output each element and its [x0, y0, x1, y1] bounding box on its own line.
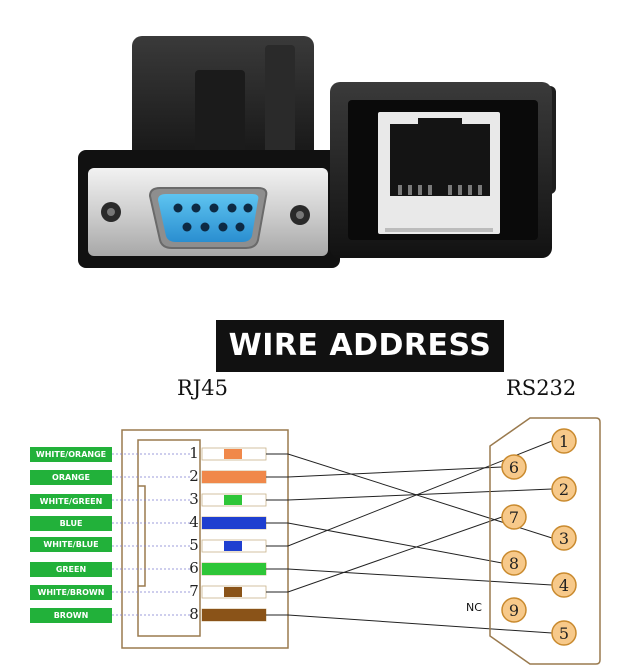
db9-pin-label-2: 2: [559, 480, 569, 499]
connection-lines: [266, 440, 553, 634]
connection-8-to-5: [266, 614, 553, 634]
db9-pin-3: [551, 525, 577, 551]
wire-stripe-8: [202, 609, 266, 621]
wire-label-7: WHITE/BROWN: [30, 585, 112, 600]
wire-label-2: ORANGE: [30, 470, 112, 485]
wire-stripe-6: [202, 563, 266, 575]
rj45-adapter-body: [330, 82, 556, 258]
wire-label-4: BLUE: [30, 516, 112, 531]
connection-1-to-3: [266, 453, 553, 539]
db9-pin-2: [551, 476, 577, 502]
wire-address-banner: WIRE ADDRESS: [216, 320, 504, 372]
rj45-jack-outline: [121, 429, 289, 649]
wire-label-3: WHITE/GREEN: [30, 494, 112, 509]
db9-pin-label-1: 1: [559, 432, 569, 451]
db9-outline: [489, 417, 601, 665]
db9-pin-label-4: 4: [559, 576, 569, 595]
wire-stripe-3: [224, 495, 242, 505]
label-leader-lines: [112, 453, 190, 616]
nc-label: NC: [466, 601, 482, 614]
db9-pin-label-5: 5: [559, 624, 569, 643]
wiring-diagram: 1 6 2 7 3 8 4 9 5: [112, 417, 601, 665]
connection-4-to-8: [266, 522, 503, 564]
db9-pin-5: [551, 620, 577, 646]
rj45-pin-number-3: 3: [189, 490, 199, 508]
connection-5-to-1: [266, 440, 553, 547]
adapter-photo: [78, 36, 556, 268]
rj45-pin-number-8: 8: [189, 605, 199, 623]
db9-pin-label-6: 6: [509, 458, 519, 477]
connection-6-to-4: [266, 568, 553, 586]
rj45-pin-number-2: 2: [189, 467, 199, 485]
db9-pin-9: [501, 597, 527, 623]
db9-pin-7: [501, 504, 527, 530]
rj45-pin-number-5: 5: [189, 536, 199, 554]
db9-adapter-body: [78, 36, 340, 268]
wire-label-8: BROWN: [30, 608, 112, 623]
db9-pin-4: [551, 572, 577, 598]
db9-pin-label-8: 8: [509, 554, 519, 573]
db9-pin-6: [501, 454, 527, 480]
connection-7-to-7: [266, 516, 503, 593]
rs232-header: RS232: [506, 376, 577, 400]
wire-label-5: WHITE/BLUE: [30, 537, 112, 552]
wire-stripe-7: [224, 587, 242, 597]
rj45-pin-number-1: 1: [189, 444, 199, 462]
wire-stripe-2: [202, 471, 266, 483]
db9-pin-label-9: 9: [509, 601, 519, 620]
wire-stripe-4: [202, 517, 266, 529]
db9-pin-label-7: 7: [509, 508, 519, 527]
wire-label-1: WHITE/ORANGE: [30, 447, 112, 462]
rj45-pin-number-4: 4: [189, 513, 199, 531]
connection-3-to-2: [266, 488, 553, 501]
wire-stripe-5: [224, 541, 242, 551]
db9-pins: 1 6 2 7 3 8 4 9 5: [501, 428, 577, 646]
rj45-wire-slots: [201, 447, 267, 622]
wire-label-6: GREEN: [30, 562, 112, 577]
db9-pin-label-3: 3: [559, 529, 569, 548]
rj45-header: RJ45: [177, 376, 228, 400]
db9-pin-8: [501, 550, 527, 576]
rj45-pin-number-7: 7: [189, 582, 199, 600]
db9-pin-1: [551, 428, 577, 454]
rj45-pin-number-6: 6: [189, 559, 199, 577]
connection-2-to-6: [266, 466, 503, 478]
wire-stripe-1: [224, 449, 242, 459]
